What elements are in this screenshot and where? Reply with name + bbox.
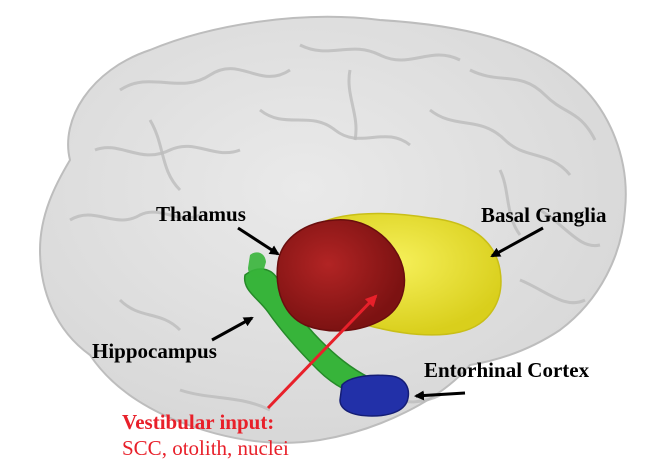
thalamus-label: Thalamus (156, 204, 246, 225)
hippocampus-label: Hippocampus (92, 341, 217, 362)
basal-ganglia-label: Basal Ganglia (481, 205, 606, 226)
vestibular-input-title: Vestibular input: (122, 412, 274, 433)
entorhinal-cortex-label: Entorhinal Cortex (424, 360, 589, 381)
entorhinal-cortex-structure (340, 375, 408, 416)
vestibular-input-subtitle: SCC, otolith, nuclei (122, 438, 289, 459)
